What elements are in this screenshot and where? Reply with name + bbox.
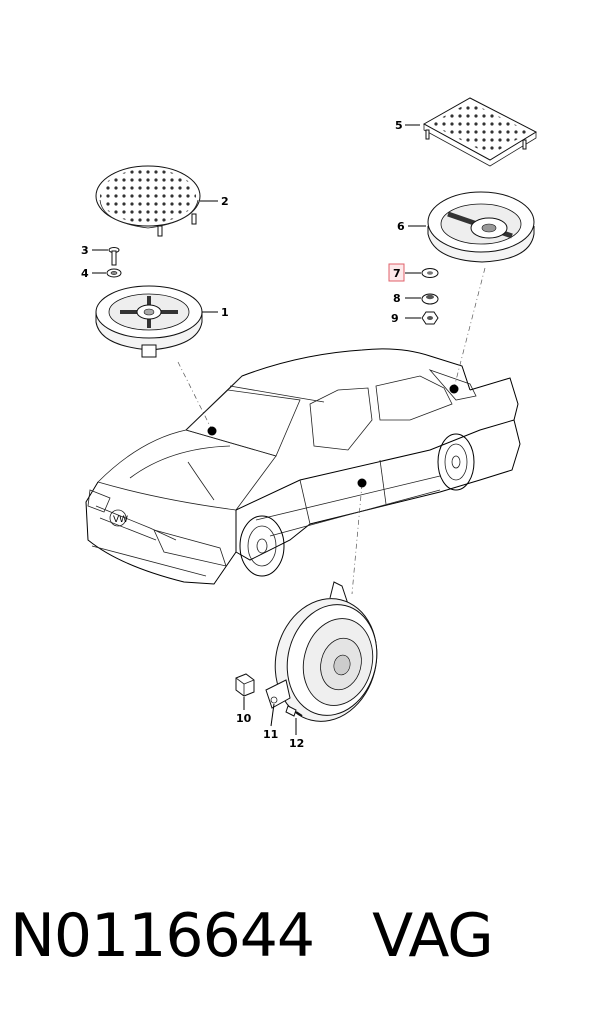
callout-9: 9 — [391, 312, 399, 325]
callout-10: 10 — [236, 712, 252, 725]
callout-7-highlight — [388, 263, 405, 282]
bolt — [285, 705, 303, 735]
round-grille-cover — [95, 165, 218, 237]
callout-1: 1 — [221, 306, 229, 319]
spacer-ring — [405, 293, 439, 305]
part-number: N0116644 — [10, 901, 315, 971]
part-code-caption: N0116644 VAG — [10, 896, 590, 976]
clip-nut — [235, 673, 255, 710]
door-speaker — [265, 581, 378, 722]
location-markers — [177, 267, 486, 595]
callout-6: 6 — [397, 220, 405, 233]
callout-11: 11 — [263, 728, 278, 741]
rear-speaker — [408, 191, 535, 263]
callout-12: 12 — [289, 737, 304, 750]
rear-grille — [405, 97, 538, 167]
parts-diagram: VW — [81, 97, 538, 750]
callout-3: 3 — [81, 244, 89, 257]
callout-7: 7 — [393, 267, 401, 280]
callout-4: 4 — [81, 267, 89, 280]
flat-washer — [405, 268, 439, 278]
leader-11 — [270, 703, 275, 727]
callout-2: 2 — [221, 195, 229, 208]
dash-speaker — [95, 285, 218, 358]
hex-nut — [405, 311, 439, 325]
brand-label: VAG — [372, 901, 494, 971]
callout-8: 8 — [393, 292, 401, 305]
callout-5: 5 — [395, 119, 403, 132]
sedan-car-illustration: VW — [85, 348, 521, 585]
svg-text:VW: VW — [113, 515, 128, 525]
screw — [92, 247, 120, 266]
washer — [92, 268, 122, 278]
